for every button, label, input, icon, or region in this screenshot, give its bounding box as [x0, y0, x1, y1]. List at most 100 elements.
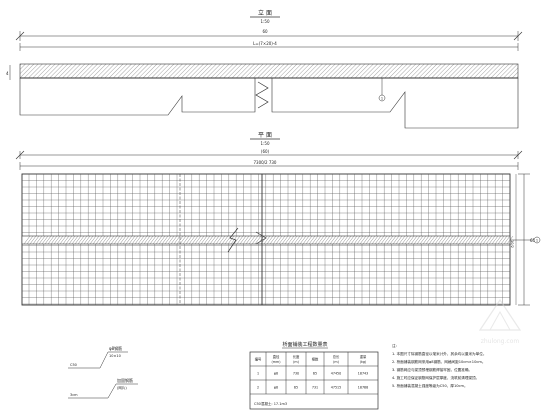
- detail-bottom-label: 加固钢筋: [117, 377, 133, 383]
- band-hatch-line: [335, 235, 343, 245]
- band-hatch-line: [293, 235, 301, 245]
- table-cell: 18768: [358, 386, 369, 390]
- plan-dim-total-text: 7300/2 730: [254, 160, 277, 165]
- detail-top-label: φ8钢筋: [109, 345, 122, 351]
- band-hatch-line: [440, 235, 448, 245]
- band-hatch-line: [92, 235, 100, 245]
- band-hatch-line: [311, 235, 319, 245]
- table-cell: 18743: [358, 372, 369, 376]
- detail-bottom-left: 3cm: [70, 393, 78, 397]
- detail-bottom-sub: (网片): [117, 385, 127, 390]
- band-hatch-line: [377, 235, 385, 245]
- band-hatch-line: [188, 235, 196, 245]
- band-hatch-line: [290, 235, 298, 245]
- band-hatch-line: [434, 235, 442, 245]
- break-mark: [255, 81, 269, 109]
- table-cell: 47450: [331, 372, 342, 376]
- band-hatch-line: [329, 235, 337, 245]
- band-hatch-line: [50, 235, 58, 245]
- band-hatch-line: [41, 235, 49, 245]
- elevation-callout-number: 1: [381, 97, 383, 101]
- elevation-view: 立 面 1:50 60 L=(7×20)-4 4: [6, 9, 523, 129]
- band-hatch-line: [356, 235, 364, 245]
- band-hatch-line: [47, 235, 55, 245]
- watermark-logo-inner-icon: [489, 310, 511, 331]
- band-hatch-line: [305, 235, 313, 245]
- band-hatch-line: [467, 235, 475, 245]
- plan-dim-top-text: (60): [261, 149, 270, 154]
- beam-outline-right: [271, 78, 519, 129]
- band-hatch-line: [245, 235, 253, 245]
- notes-heading: 注:: [392, 343, 397, 348]
- table-header-cell: 编号: [255, 357, 262, 362]
- band-hatch-line: [431, 235, 439, 245]
- table-cell: 65: [294, 386, 298, 390]
- band-hatch-line: [257, 235, 265, 245]
- band-hatch-line: [104, 235, 112, 245]
- plan-right-dim-outer-text: 65: [530, 238, 536, 243]
- band-hatch-line: [242, 235, 250, 245]
- watermark-logo-icon: [478, 298, 522, 331]
- table-cell: 65: [313, 372, 317, 376]
- table-cell: 730: [293, 372, 299, 376]
- band-hatch-line: [422, 235, 430, 245]
- band-hatch-line: [272, 235, 280, 245]
- band-hatch-line: [236, 235, 244, 245]
- table-header-cell: 重量: [360, 354, 367, 359]
- band-hatch-line: [491, 235, 499, 245]
- band-hatch-line: [62, 235, 70, 245]
- band-hatch-line: [464, 235, 472, 245]
- rebar-detail: φ8钢筋 10×10 C50 加固钢筋 (网片) 3cm: [68, 345, 138, 399]
- band-hatch-line: [221, 235, 229, 245]
- band-hatch-line: [359, 235, 367, 245]
- band-hatch-line: [149, 235, 157, 245]
- table-header-cell: (m): [293, 360, 299, 364]
- band-hatch-line: [152, 235, 160, 245]
- band-hatch-line: [266, 235, 274, 245]
- band-hatch-line: [452, 235, 460, 245]
- band-hatch-line: [239, 235, 247, 245]
- band-hatch-line: [182, 235, 190, 245]
- band-hatch-line: [26, 235, 34, 245]
- band-hatch-line: [197, 235, 205, 245]
- band-hatch-line: [35, 235, 43, 245]
- band-hatch-line: [470, 235, 478, 245]
- band-hatch-line: [251, 235, 259, 245]
- band-hatch-line: [44, 235, 52, 245]
- band-hatch-line: [374, 235, 382, 245]
- band-hatch-line: [437, 235, 445, 245]
- elevation-scale: 1:50: [261, 19, 270, 24]
- band-hatch-line: [380, 235, 388, 245]
- band-hatch-line: [401, 235, 409, 245]
- note-line: 1. 本图尺寸除钢筋直径以毫米计外，其余均以厘米为单位。: [392, 351, 486, 356]
- table-grid: [250, 352, 378, 395]
- table-cell: 1: [257, 372, 259, 376]
- note-line: 3. 钢筋网应与梁顶预埋钢筋焊接牢固，位置准确。: [392, 367, 472, 372]
- elevation-dim-total-text: L=(7×20)-4: [253, 41, 277, 46]
- band-hatch-line: [281, 235, 289, 245]
- band-hatch-line: [203, 235, 211, 245]
- band-hatch-line: [23, 235, 31, 245]
- band-hatch-line: [458, 235, 466, 245]
- deck-pavement-layer: [19, 63, 519, 79]
- band-hatch-line: [119, 235, 127, 245]
- table-cell: φ8: [274, 386, 278, 390]
- band-hatch-line: [125, 235, 133, 245]
- note-line: 2. 桥面铺装钢筋网采用φ8钢筋，网格间距10cm×10cm。: [392, 359, 485, 364]
- plan-title: 平 面: [258, 132, 272, 139]
- table-title: 桥面铺装工程数量表: [282, 341, 327, 348]
- table-cell: φ8: [274, 372, 278, 376]
- band-hatch-line: [425, 235, 433, 245]
- band-hatch-line: [497, 235, 505, 245]
- band-hatch-line: [134, 235, 142, 245]
- plan-view: 平 面 1:50 (60) 7300/2 730: [15, 132, 541, 306]
- band-hatch-line: [218, 235, 226, 245]
- band-hatch-line: [389, 235, 397, 245]
- band-hatch-line: [65, 235, 73, 245]
- band-hatch-line: [200, 235, 208, 245]
- band-hatch-line: [332, 235, 340, 245]
- table-frame: [249, 351, 379, 410]
- elevation-callout-circle: [378, 94, 386, 102]
